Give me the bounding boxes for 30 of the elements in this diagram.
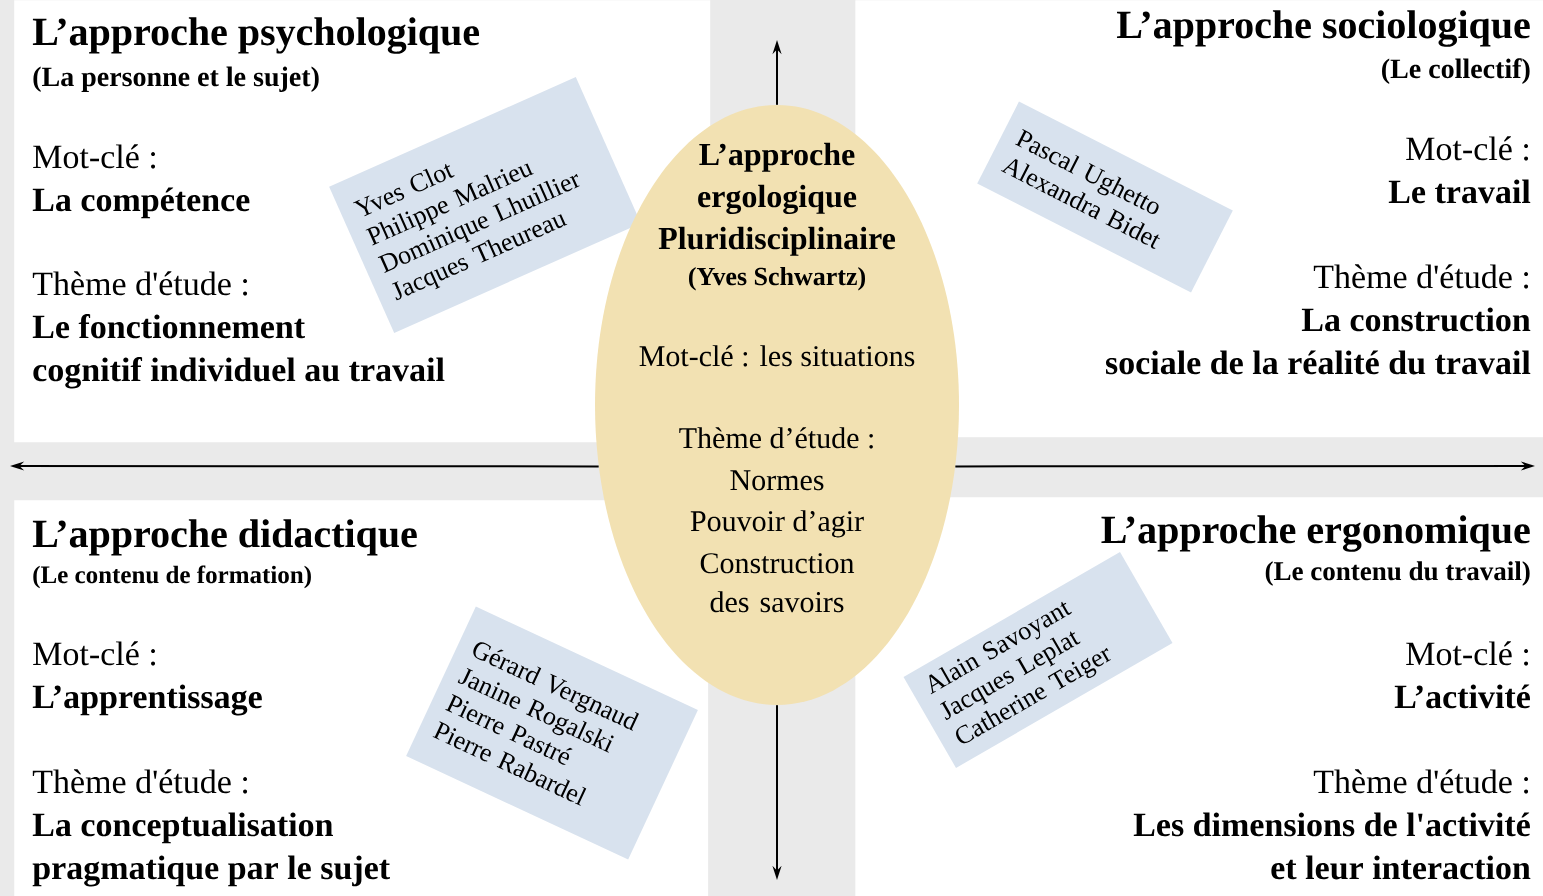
- field-label: Mot-clé :: [33, 641, 156, 666]
- theme-item: Pouvoir d’agir: [690, 510, 864, 538]
- keyword: L’activité: [1394, 684, 1530, 709]
- field-label: Thème d'étude :: [32, 271, 248, 296]
- author-note: (Yves Schwartz): [689, 266, 865, 291]
- keyword: L’apprentissage: [32, 684, 262, 716]
- heading: L’approche didactique: [32, 519, 417, 556]
- keyword: Le travail: [1388, 179, 1531, 204]
- field-label: Mot-clé :: [33, 144, 156, 169]
- ellipse-heading: L’approche ergologique Pluridisciplinaire: [658, 142, 896, 256]
- field-label: Mot-clé :: [1406, 641, 1529, 666]
- keyword-line: Mot-clé : les situations: [639, 345, 915, 367]
- field-label: Thème d'étude :: [32, 769, 248, 794]
- theme-text: La construction sociale de la réalité du travail: [1106, 307, 1531, 375]
- subheading: (Le contenu de formation): [33, 565, 311, 589]
- field-label: Mot-clé :: [1406, 136, 1529, 161]
- theme-text: La conceptualisation pragmatique par le sujet: [32, 812, 390, 887]
- theme-item: Normes: [730, 470, 824, 491]
- field-label: Thème d'étude :: [1313, 769, 1529, 794]
- subheading: (Le collectif): [1382, 58, 1530, 84]
- subheading: (La personne et le sujet): [33, 66, 319, 92]
- heading: L’approche psychologique: [32, 17, 480, 54]
- theme-text: Les dimensions de l'activité et leur interaction: [1133, 812, 1531, 880]
- field-label: Thème d'étude :: [1313, 264, 1529, 289]
- heading: L’approche sociologique: [1117, 10, 1530, 47]
- heading: L’approche ergonomique: [1101, 515, 1530, 552]
- field-label: Thème d’étude :: [679, 427, 873, 449]
- keyword: La compétence: [32, 187, 250, 219]
- subheading: (Le contenu du travail): [1265, 561, 1530, 586]
- theme-item: Construction des savoirs: [700, 553, 855, 613]
